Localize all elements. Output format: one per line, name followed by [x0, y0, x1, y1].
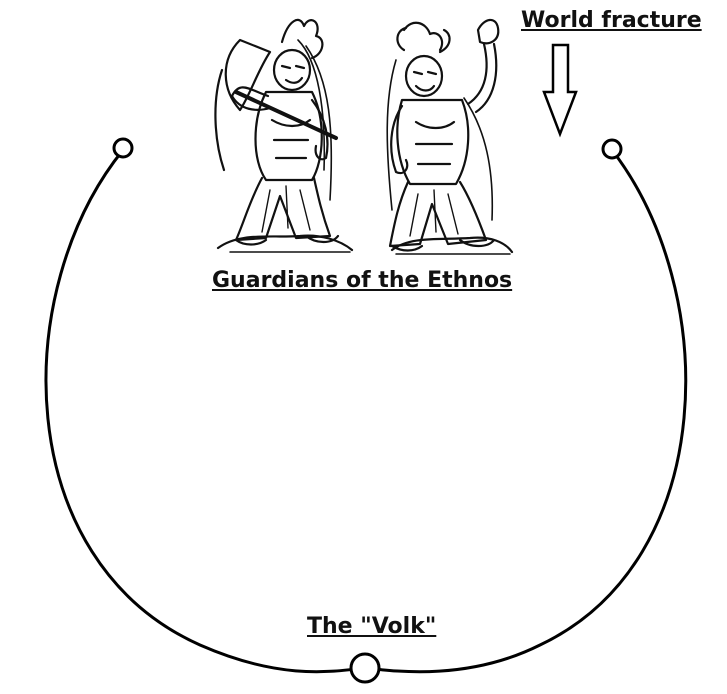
guardian-statue-right — [387, 20, 512, 254]
arc-bottom-node — [351, 654, 379, 682]
down-arrow-icon — [544, 45, 576, 134]
arc-endpoint-right — [603, 140, 621, 158]
arc-endpoint-left — [114, 139, 132, 157]
world-fracture-label: World fracture — [521, 8, 702, 33]
guardian-statue-left — [215, 20, 352, 252]
volk-label: The "Volk" — [307, 614, 436, 639]
volk-arc — [46, 150, 686, 672]
guardians-label: Guardians of the Ethnos — [212, 268, 512, 293]
